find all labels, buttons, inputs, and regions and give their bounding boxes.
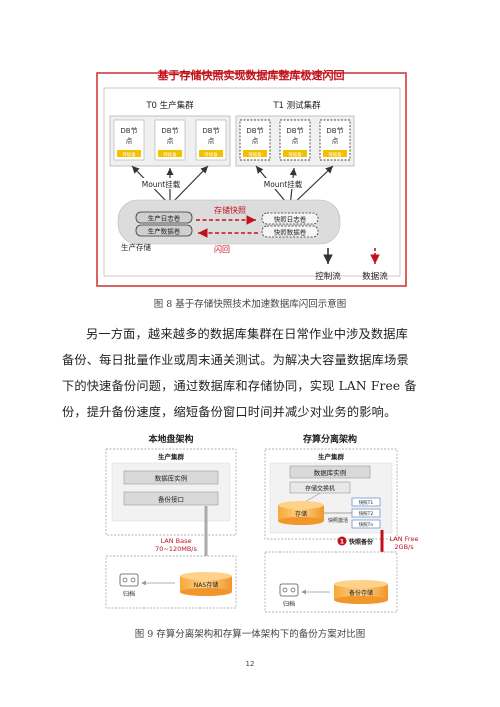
right-db-instance-label: 数据库实例: [314, 468, 347, 477]
node-label: 点: [252, 137, 259, 145]
node-badge: 持续备: [248, 151, 262, 158]
node-label: DB节: [161, 127, 178, 135]
right-prod-cluster-label: 生产集群: [318, 452, 345, 461]
lan-free-label-1: LAN Free: [390, 535, 419, 543]
left-backup-interface-label: 备份接口: [158, 495, 184, 504]
paragraph-line: 备份、每日批量作业或周末通关测试。为解决大容量数据库场景: [62, 353, 409, 367]
node-label: 点: [208, 137, 215, 145]
right-storage-label: 存储: [295, 510, 307, 518]
backup-storage-label: 备份存储: [349, 589, 373, 597]
page-number: 12: [245, 660, 255, 668]
node-label: 点: [167, 137, 174, 145]
t1-db-node-3: DB节 点 持续备: [319, 119, 351, 161]
snapshot-tn-label: 快照Tn: [359, 521, 374, 528]
node-label: DB节: [120, 127, 137, 135]
t1-db-node-2: DB节 点 持续备: [279, 119, 311, 161]
node-badge: 持续备: [204, 151, 218, 158]
t0-db-node-3: DB节 点 持续备: [195, 119, 227, 161]
snapshot-tn: 快照Tn: [351, 519, 381, 529]
node-label: 点: [332, 137, 339, 145]
lan-base-label-1: LAN Base: [161, 537, 192, 545]
t0-db-node-2: DB节 点 持续备: [154, 119, 186, 161]
right-db-instance-box: [289, 465, 371, 479]
mount-label-left: Mount挂载: [142, 179, 181, 189]
right-architecture-title: 存算分离架构: [303, 433, 357, 445]
node-badge: 持续备: [288, 151, 302, 158]
figure-9-caption: 图 9 存算分离架构和存算一体架构下的备份方案对比图: [134, 629, 366, 640]
fast-backup-badge: [337, 536, 347, 546]
snapshot-t1-label: 快照T1: [359, 499, 374, 506]
nas-storage-label: NAS存储: [194, 581, 218, 589]
right-archive-tape-icon: [279, 583, 299, 597]
lan-base-label-2: 70~120MB/s: [155, 545, 197, 553]
right-archive-label: 归档: [283, 600, 295, 608]
storage-switch-label: 存储交换机: [305, 485, 335, 493]
left-archive-label: 归档: [123, 590, 135, 598]
figure-8-inner-frame: [103, 87, 401, 277]
prod-data-volume: 生产数据卷: [135, 224, 193, 237]
fast-backup-label: 快照备份: [348, 538, 374, 546]
snapshot-t1: 快照T1: [351, 497, 381, 507]
figure-9-diagram: 本地盘架构 存算分离架构 生产集群 数据库实例 备份接口 LAN Base 70…: [105, 433, 419, 613]
figure-8-caption: 图 8 基于存储快照技术加速数据库闪回示意图: [153, 299, 347, 310]
node-label: 点: [126, 137, 133, 145]
legend-data-label: 数据流: [362, 271, 388, 282]
backup-storage-cylinder: [334, 580, 388, 604]
left-db-instance-box: [123, 470, 219, 485]
prod-data-volume-label: 生产数据卷: [148, 227, 181, 236]
paragraph-line: 份，提升备份速度，缩短备份窗口时间并减少对业务的影响。: [62, 405, 397, 419]
figure-8-title: 基于存储快照实现数据库整库极速闪回: [157, 68, 345, 82]
t1-cluster-label: T1 测试集群: [272, 100, 321, 111]
left-archive-tape-icon: [119, 573, 139, 587]
prod-log-volume-label: 生产日志卷: [148, 214, 181, 223]
snapshot-activate-label: 快照激活: [328, 517, 348, 524]
flashback-label: 闪回: [214, 245, 230, 254]
node-label: DB节: [246, 127, 263, 135]
body-paragraph: 另一方面，越来越多的数据库集群在日常作业中涉及数据库 备份、每日批量作业或周末通…: [62, 321, 442, 425]
fast-backup-badge-number: 1: [340, 539, 344, 546]
snap-log-volume: 快照日志卷: [261, 212, 319, 225]
node-badge: 持续备: [163, 151, 177, 158]
prod-storage-label: 生产存储: [121, 242, 151, 252]
snapshot-t2: 快照T2: [351, 508, 381, 518]
node-label: 点: [292, 137, 299, 145]
t0-db-node-1: DB节 点 持续备: [113, 119, 145, 161]
snapshot-label: 存储快照: [214, 205, 246, 215]
snap-log-volume-label: 快照日志卷: [274, 215, 307, 224]
figure-8-diagram: 基于存储快照实现数据库整库极速闪回 T0 生产集群 T1 测试集群 DB节 点 …: [96, 68, 407, 287]
node-badge: 持续备: [328, 151, 342, 158]
snapshot-t2-label: 快照T2: [359, 510, 374, 517]
paragraph-line: 另一方面，越来越多的数据库集群在日常作业中涉及数据库: [86, 327, 409, 341]
left-backup-interface-box: [123, 491, 219, 506]
node-label: DB节: [326, 127, 343, 135]
figure-8-frame: [96, 72, 407, 287]
mount-arrow-left-3: [169, 165, 209, 206]
left-prod-cluster-label: 生产集群: [158, 452, 185, 461]
lan-free-label-2: 2GB/s: [394, 543, 414, 551]
t1-db-node-1: DB节 点 持续备: [239, 119, 271, 161]
node-badge: 持续备: [122, 151, 136, 158]
legend-control-label: 控制流: [315, 271, 341, 282]
left-architecture-title: 本地盘架构: [148, 433, 193, 445]
paragraph-line: 下的快速备份问题，通过数据库和存储协同，实现 LAN Free 备: [62, 379, 417, 393]
node-label: DB节: [202, 127, 219, 135]
left-db-instance-label: 数据库实例: [155, 474, 188, 483]
snap-data-volume: 快照数据卷: [261, 225, 319, 238]
node-label: DB节: [286, 127, 303, 135]
snap-data-volume-label: 快照数据卷: [274, 228, 307, 237]
right-storage-cylinder: [278, 501, 324, 525]
nas-storage-cylinder: [180, 572, 232, 596]
t0-cluster-label: T0 生产集群: [145, 100, 194, 111]
prod-log-volume: 生产日志卷: [135, 211, 193, 224]
mount-label-right: Mount挂载: [264, 179, 303, 189]
